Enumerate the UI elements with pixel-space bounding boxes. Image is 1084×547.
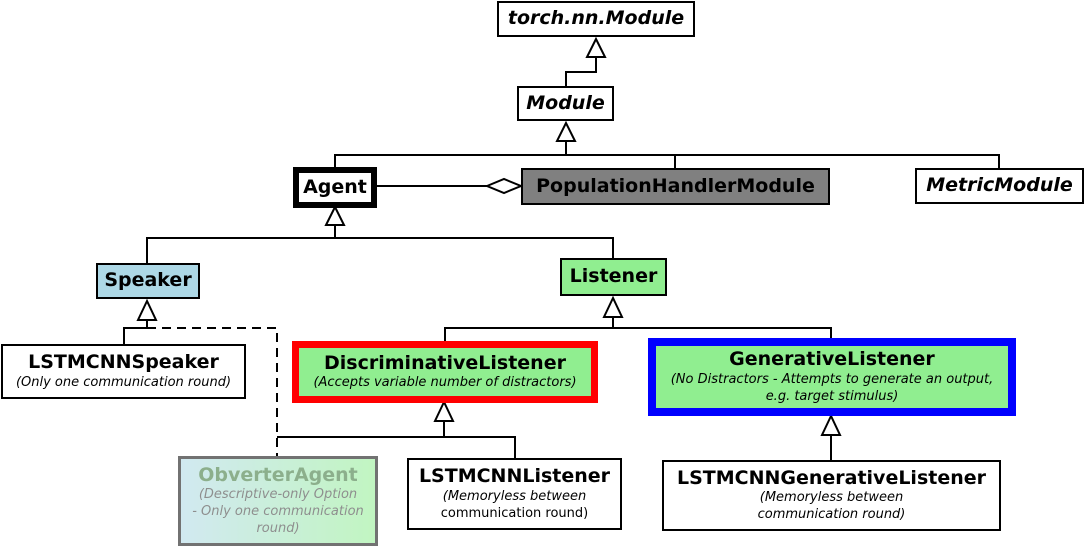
inherit-arrow-discriminative [433,399,455,422]
edge-obverter-lstmcnnlistener-disc [277,421,516,458]
inherit-arrow-module [555,120,577,142]
class-lstmcnn-listener: LSTMCNNListener (Memoryless between comm… [407,458,622,530]
class-population-handler-module: PopulationHandlerModule [521,168,830,205]
inherit-arrow-speaker [136,298,158,321]
class-title: PopulationHandlerModule [536,174,815,197]
class-speaker: Speaker [96,263,200,299]
class-agent: Agent [293,167,377,208]
class-lstmcnn-speaker: LSTMCNNSpeaker (Only one communication r… [1,344,246,399]
class-title: DiscriminativeListener [324,351,566,374]
class-title: GenerativeListener [729,348,935,371]
class-obverter-agent: ObverterAgent (Descriptive-only Option -… [178,456,378,546]
inherit-arrow-generative [820,413,842,436]
inherit-arrow-torch [585,36,607,58]
inherit-arrow-agent [324,204,346,226]
class-torch-nn-module: torch.nn.Module [497,1,695,37]
class-note: (Accepts variable number of distractors) [313,375,577,391]
class-metric-module: MetricModule [915,168,1084,204]
class-note-line: (Memoryless between [442,488,587,504]
class-title: Listener [569,265,658,288]
class-note-line: - Only one communication [192,504,364,520]
class-note-line: communication round) [757,507,906,523]
class-generative-listener: GenerativeListener (No Distractors - Att… [648,338,1016,416]
class-discriminative-listener: DiscriminativeListener (Accepts variable… [292,341,598,403]
class-lstmcnn-generative-listener: LSTMCNNGenerativeListener (Memoryless be… [662,460,1001,531]
class-note-line: round) [256,521,300,537]
class-title: LSTMCNNListener [418,465,611,488]
class-note-line: (Memoryless between [759,490,904,506]
aggregation-diamond [484,177,524,195]
class-note: (Only one communication round) [15,374,232,390]
edge-speaker-listener-agent [146,225,614,263]
class-title: Agent [303,175,367,198]
class-note-line: (Descriptive-only Option [198,487,358,503]
edge-module-torch [565,57,597,86]
inherit-arrow-listener [602,295,624,318]
edge-disc-gen-listener [444,317,832,343]
class-title: LSTMCNNSpeaker [28,351,219,374]
edge-children-module [334,141,1000,168]
class-title: ObverterAgent [198,463,358,486]
class-title: MetricModule [926,174,1073,197]
class-listener: Listener [560,258,667,296]
class-title: Speaker [104,269,192,292]
class-title: torch.nn.Module [507,7,685,30]
class-note-line: communication round) [440,505,589,521]
class-module: Module [517,86,614,121]
class-title: Module [526,91,605,114]
class-title: LSTMCNNGenerativeListener [676,466,987,489]
edge-obverter-speaker-dashed [147,327,278,456]
class-note-line: (No Distractors - Attempts to generate a… [670,371,994,387]
edge-lstmcnnspeaker-speaker [123,320,148,344]
class-note-line: e.g. target stimulus) [765,388,899,404]
